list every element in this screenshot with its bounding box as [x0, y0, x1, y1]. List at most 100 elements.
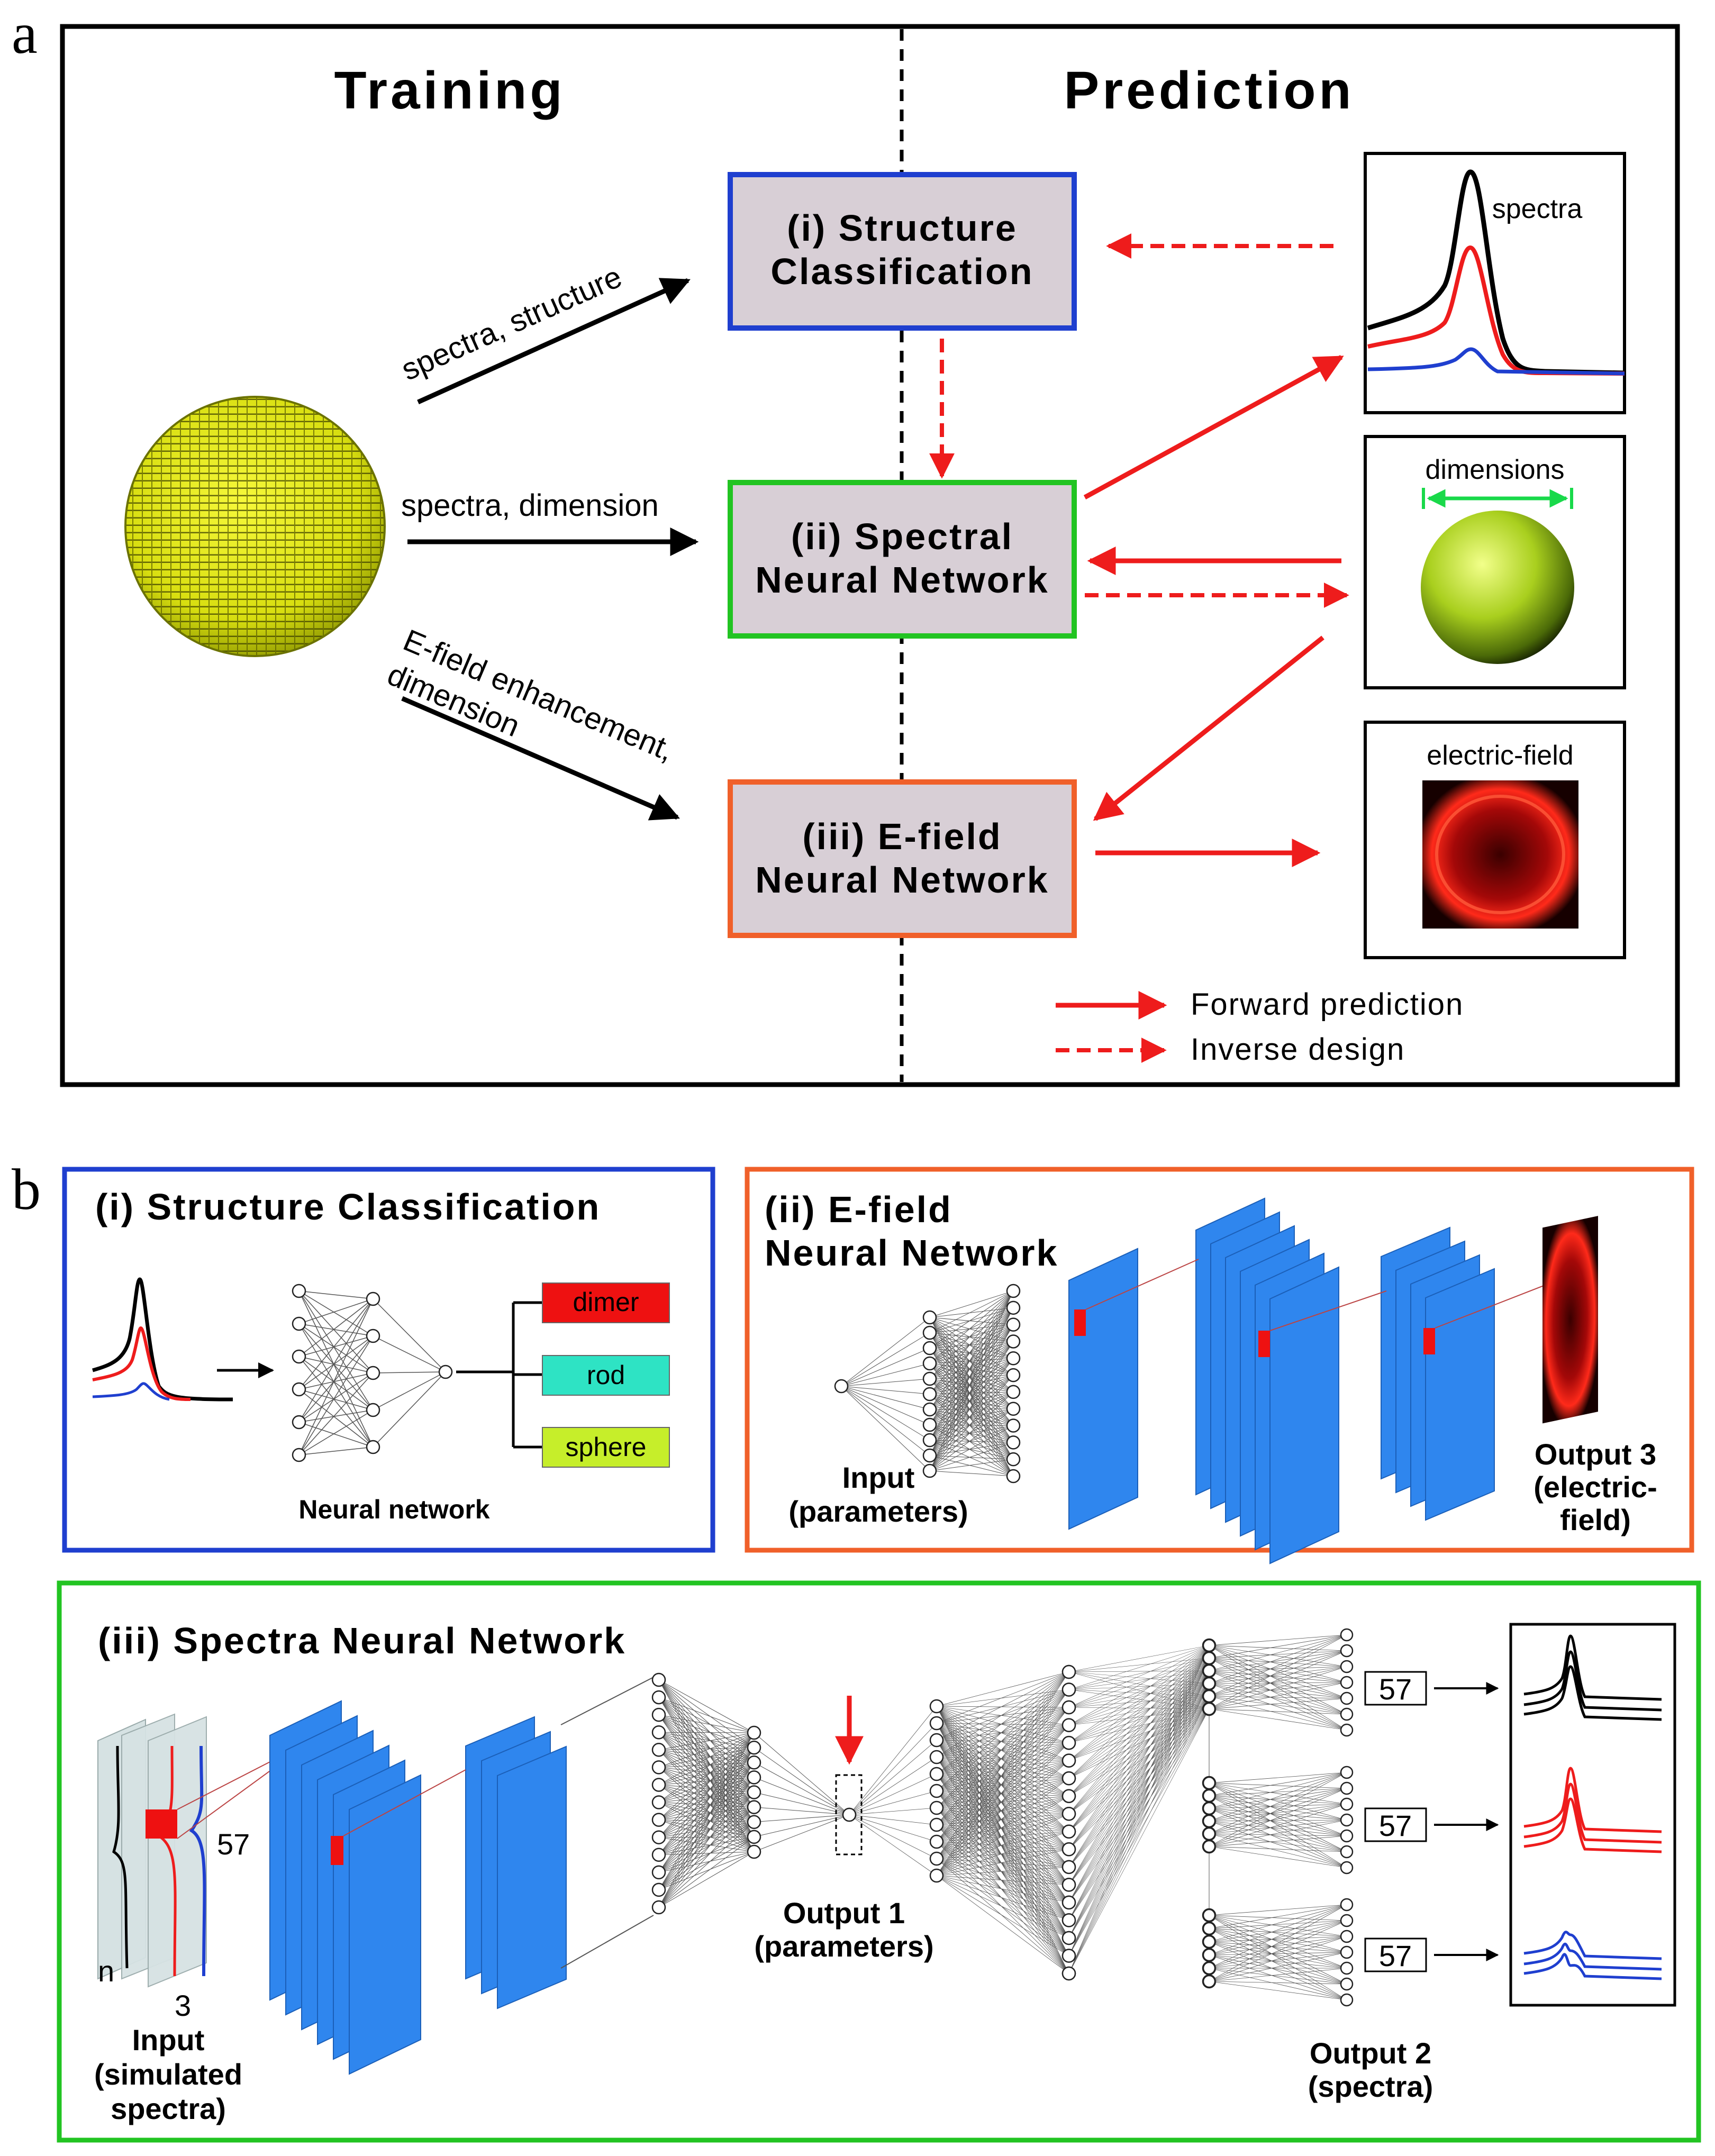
network-edge: [1209, 1904, 1347, 1955]
network-edge: [936, 1740, 1069, 1885]
network-edge: [1209, 1795, 1347, 1852]
network-edge: [936, 1858, 1069, 1956]
network-node: [1340, 1644, 1354, 1658]
network-edge: [658, 1762, 755, 1873]
network-edge: [1209, 1968, 1347, 2000]
network-edge: [929, 1317, 1014, 1460]
thumb-spectra: spectra: [1364, 152, 1626, 414]
network-edge: [929, 1425, 1014, 1441]
network-edge: [658, 1732, 755, 1768]
network-edge: [754, 1732, 850, 1815]
network-edge: [1068, 1670, 1210, 1672]
output-spectrum-curve: [1523, 1650, 1662, 1712]
network-edge: [658, 1732, 755, 1823]
sn-conv-layers: [269, 1677, 654, 2075]
network-edge: [658, 1747, 755, 1821]
network-edge: [841, 1386, 930, 1395]
network-node: [1340, 1961, 1354, 1975]
network-node: [651, 1707, 666, 1722]
network-node: [929, 1817, 944, 1832]
network-edge: [1068, 1645, 1210, 1921]
network-edge: [1209, 1658, 1347, 1683]
network-edge: [936, 1760, 1069, 1791]
network-node: [929, 1800, 944, 1815]
network-edge: [936, 1760, 1069, 1808]
output-spectrum-curve: [1523, 1931, 1662, 1960]
spectrum-red: [1367, 245, 1625, 376]
network-edge: [936, 1707, 1069, 1808]
network-edge: [298, 1409, 374, 1455]
network-edge: [658, 1762, 755, 1855]
network-edge: [929, 1442, 1014, 1471]
network-edge: [936, 1671, 1069, 1724]
class-dimer-box: [542, 1282, 670, 1323]
network-edge: [936, 1773, 1069, 1814]
network-edge: [936, 1807, 1069, 1939]
network-edge: [1209, 1708, 1347, 1731]
network-edge: [658, 1714, 755, 1823]
network-edge: [936, 1725, 1069, 1775]
network-edge: [936, 1725, 1069, 1808]
network-edge: [1209, 1658, 1347, 1667]
network-edge: [929, 1324, 1014, 1456]
network-edge: [1068, 1696, 1210, 1832]
network-edge: [1068, 1658, 1210, 1903]
network-edge: [936, 1740, 1069, 1779]
box-efield-line1: (iii) E-field: [802, 816, 1002, 857]
network-edge: [298, 1323, 374, 1336]
network-edge: [936, 1725, 1069, 1741]
network-edge: [929, 1442, 1014, 1456]
network-edge: [936, 1790, 1069, 1832]
network-edge: [929, 1307, 1014, 1364]
network-edge: [849, 1814, 937, 1825]
network-edge: [658, 1732, 755, 1820]
network-edge: [936, 1723, 1069, 1885]
network-edge: [1209, 1634, 1347, 1646]
network-edge: [1209, 1952, 1347, 1955]
panel-a-letter: a: [12, 1, 38, 66]
network-node: [929, 1784, 944, 1798]
network-node: [651, 1900, 666, 1915]
network-node: [1006, 1435, 1021, 1450]
network-edge: [929, 1348, 1014, 1426]
network-edge: [1068, 1645, 1210, 1974]
network-node: [747, 1800, 761, 1814]
network-edge: [1068, 1708, 1210, 1725]
network-edge: [1209, 1920, 1347, 1929]
conv-layer: [1068, 1248, 1138, 1530]
network-edge: [936, 1707, 1069, 1842]
network-edge: [298, 1372, 374, 1455]
network-node: [1202, 1840, 1216, 1853]
network-edge: [936, 1707, 1069, 1758]
sn-output-count-2: 57: [1364, 1807, 1499, 1842]
output-spectrum-curve: [1523, 1953, 1662, 1980]
network-edge: [1068, 1670, 1210, 1939]
network-edge: [929, 1408, 1014, 1425]
network-edge: [936, 1760, 1069, 1876]
efield-map: [1422, 780, 1578, 929]
network-edge: [936, 1723, 1069, 1868]
network-edge: [658, 1807, 755, 1855]
network-edge: [754, 1814, 850, 1837]
network-edge: [936, 1689, 1069, 1707]
network-edge: [658, 1747, 755, 1768]
network-node: [922, 1356, 937, 1371]
network-edge: [936, 1725, 1069, 1876]
network-edge: [936, 1796, 1069, 1876]
network-node: [292, 1349, 306, 1364]
network-node: [747, 1755, 761, 1770]
network-edge: [929, 1332, 1014, 1460]
network-edge: [936, 1858, 1069, 1921]
network-edge: [936, 1773, 1069, 1939]
network-node: [1061, 1931, 1076, 1945]
network-edge: [1209, 1634, 1347, 1671]
network-edge: [1068, 1683, 1210, 1690]
panel-b-spectra-network: (iii) Spectra Neural Network 57 n 3 Inpu…: [57, 1580, 1701, 2143]
network-edge: [658, 1697, 755, 1748]
network-edge: [936, 1790, 1069, 1903]
network-edge: [936, 1824, 1069, 1974]
network-edge: [1068, 1658, 1210, 1939]
network-edge: [929, 1408, 1014, 1471]
network-node: [1340, 1898, 1354, 1912]
network-edge: [929, 1358, 1014, 1441]
